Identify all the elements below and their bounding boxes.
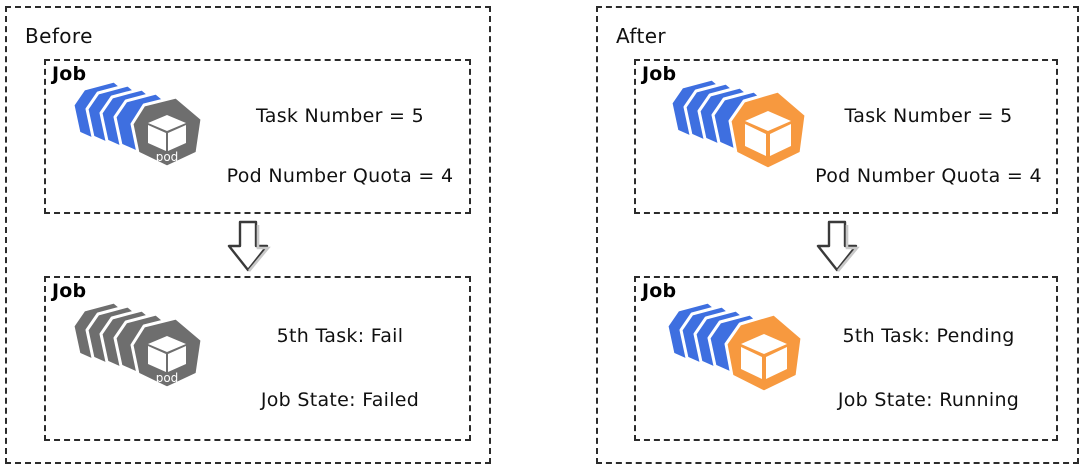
job-label: Job bbox=[642, 63, 677, 85]
info-line: Task Number = 5 bbox=[256, 104, 424, 127]
job-box-before-top: Job bbox=[44, 59, 471, 214]
job-box-before-bottom: Job pod bbox=[44, 276, 471, 441]
job-info-lines-after-top: Task Number = 5 Pod Number Quota = 4 bbox=[811, 89, 1046, 202]
panel-before: Before Job bbox=[5, 6, 491, 464]
down-arrow-icon bbox=[814, 220, 860, 272]
info-line: Job State: Failed bbox=[260, 388, 420, 411]
job-label: Job bbox=[52, 63, 87, 85]
panel-title-before: Before bbox=[25, 24, 93, 48]
job-label: Job bbox=[52, 280, 87, 302]
pod-stack-icon bbox=[656, 300, 816, 432]
info-line: Task Number = 5 bbox=[844, 104, 1013, 127]
pod-caption: pod bbox=[156, 371, 179, 385]
down-arrow-icon bbox=[225, 220, 271, 272]
info-line: Pod Number Quota = 4 bbox=[226, 164, 454, 187]
job-info-lines-after-bottom: 5th Task: Pending Job State: Running bbox=[811, 306, 1046, 429]
pod-stack-icon: pod bbox=[62, 79, 222, 211]
job-box-after-top: Job bbox=[634, 59, 1058, 214]
job-label: Job bbox=[642, 280, 677, 302]
info-line: 5th Task: Pending bbox=[842, 324, 1015, 347]
job-info-lines-before-top: Task Number = 5 Pod Number Quota = 4 bbox=[221, 89, 459, 202]
pod-stack-icon: pod bbox=[62, 300, 222, 432]
info-line: Pod Number Quota = 4 bbox=[815, 164, 1042, 187]
panel-after: After Job bbox=[596, 6, 1079, 464]
pod-caption: pod bbox=[156, 150, 179, 164]
job-info-lines-before-bottom: 5th Task: Fail Job State: Failed bbox=[221, 306, 459, 429]
panel-title-after: After bbox=[616, 24, 667, 48]
info-line: Job State: Running bbox=[837, 388, 1020, 411]
info-line: 5th Task: Fail bbox=[276, 324, 404, 347]
job-box-after-bottom: Job bbox=[634, 276, 1058, 441]
pod-stack-icon bbox=[660, 77, 820, 209]
